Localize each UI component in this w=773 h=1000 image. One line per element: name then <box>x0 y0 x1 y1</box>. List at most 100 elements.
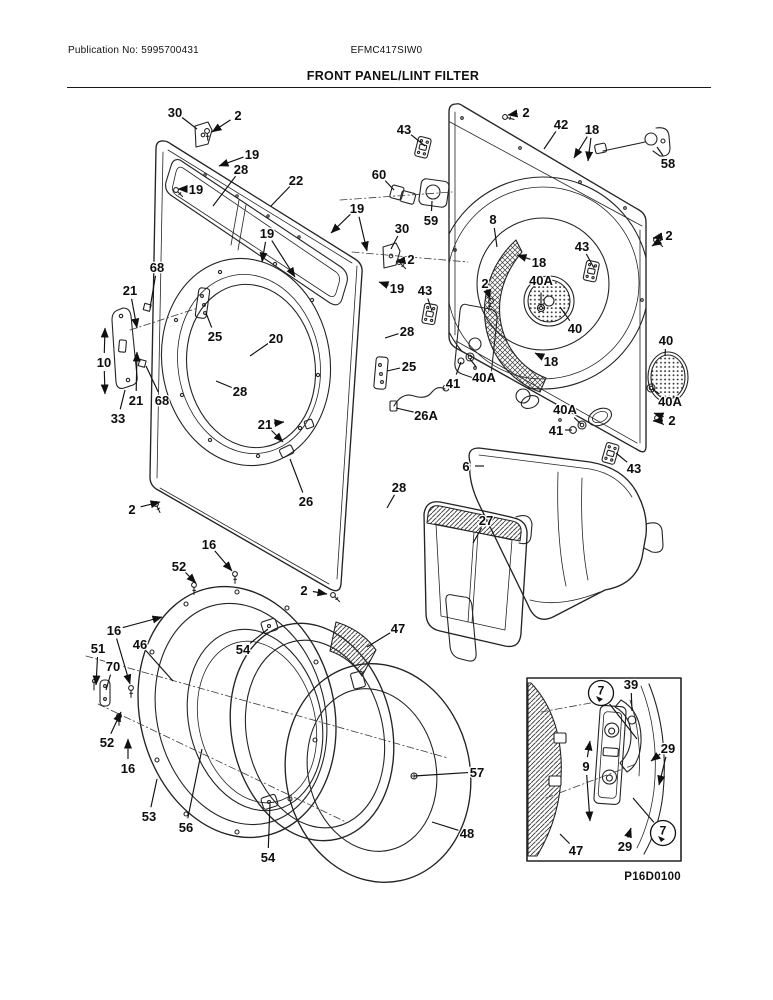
front-panel-art <box>149 140 363 592</box>
callout-18: 18 <box>585 122 599 137</box>
callout-28: 28 <box>400 324 414 339</box>
callout-28: 28 <box>392 480 406 495</box>
callout-2: 2 <box>234 108 241 123</box>
leader-line-19 <box>330 213 351 234</box>
callout-57: 57 <box>470 765 484 780</box>
leader-line-46 <box>145 650 174 682</box>
leader-line-7 <box>609 703 638 740</box>
leader-line-2 <box>140 500 161 509</box>
callout-16: 16 <box>107 623 121 638</box>
leader-line-52 <box>110 711 122 735</box>
page-title: FRONT PANEL/LINT FILTER <box>306 69 480 83</box>
callout-22: 22 <box>289 173 303 188</box>
leader-line-21 <box>270 429 284 443</box>
callout-40A: 40A <box>658 394 682 409</box>
lint-housing-art <box>445 447 664 662</box>
leader-line-29 <box>650 752 662 762</box>
leader-line-19 <box>271 240 296 278</box>
leader-line-42 <box>543 131 557 150</box>
callout-circle-arrow <box>596 696 603 702</box>
callout-51: 51 <box>91 641 105 656</box>
callout-39: 39 <box>624 677 638 692</box>
leader-line-2 <box>653 412 665 421</box>
leader-line-40A <box>469 358 477 368</box>
callout-46: 46 <box>133 637 147 652</box>
callout-47: 47 <box>391 621 405 636</box>
leader-line-60 <box>384 180 395 191</box>
callout-28: 28 <box>233 384 247 399</box>
leader-line-43 <box>427 298 433 312</box>
leader-line-28 <box>384 333 399 339</box>
projection-lines <box>85 191 469 823</box>
callout-21: 21 <box>129 393 143 408</box>
callout-25: 25 <box>208 329 222 344</box>
leader-line-16 <box>116 638 132 685</box>
callout-circle-7 <box>649 819 677 847</box>
callout-9: 9 <box>582 759 589 774</box>
leader-line-2 <box>651 237 663 247</box>
callout-26A: 26A <box>414 408 438 423</box>
leader-line-19 <box>358 216 369 252</box>
lint-filter-art <box>423 501 533 648</box>
callout-28: 28 <box>234 162 248 177</box>
leader-line-39 <box>630 692 633 712</box>
fastener-parts-art <box>457 303 689 434</box>
leader-line-54 <box>267 803 271 849</box>
leader-line-30 <box>390 235 399 250</box>
callout-68: 68 <box>155 393 169 408</box>
callout-25: 25 <box>402 359 416 374</box>
leader-line-2 <box>211 119 231 133</box>
leader-line-40A <box>573 417 582 425</box>
callout-29: 29 <box>618 839 632 854</box>
callout-10: 10 <box>97 355 111 370</box>
leader-line-16 <box>214 550 233 572</box>
leader-line-18 <box>573 136 588 159</box>
leader-line-10 <box>100 327 109 354</box>
callout-7: 7 <box>660 824 667 838</box>
callout-58: 58 <box>661 156 675 171</box>
callout-43: 43 <box>575 239 589 254</box>
leader-line-40A <box>651 388 660 395</box>
callout-42: 42 <box>554 117 568 132</box>
leader-line-68 <box>145 365 159 393</box>
callout-53: 53 <box>142 809 156 824</box>
callout-52: 52 <box>172 559 186 574</box>
callout-16: 16 <box>121 761 135 776</box>
leader-line-2 <box>483 288 492 300</box>
leader-line-2 <box>652 232 664 241</box>
leader-line-33 <box>119 389 126 410</box>
leader-line-59 <box>430 200 433 212</box>
leader-line-54 <box>249 628 269 644</box>
leader-line-43 <box>410 134 426 147</box>
leader-line-25 <box>205 312 213 328</box>
leader-line-28 <box>386 494 395 509</box>
callout-29: 29 <box>661 741 675 756</box>
title-rule <box>67 87 711 88</box>
leader-line-19 <box>218 156 244 167</box>
callout-16: 16 <box>202 537 216 552</box>
callout-2: 2 <box>668 413 675 428</box>
door-assembly-art <box>91 585 472 883</box>
callout-30: 30 <box>395 221 409 236</box>
callout-18: 18 <box>532 255 546 270</box>
leader-line-53 <box>150 778 158 808</box>
callout-19: 19 <box>189 182 203 197</box>
callout-70: 70 <box>106 659 120 674</box>
leader-line-28 <box>212 175 237 207</box>
leader-line-22 <box>270 186 291 207</box>
leader-line-2 <box>312 588 328 597</box>
leader-line-47 <box>366 632 391 648</box>
leader-line-58 <box>656 146 664 156</box>
leader-line-43 <box>585 253 595 269</box>
leader-line-56 <box>187 748 203 819</box>
callout-40A: 40A <box>553 402 577 417</box>
callout-19: 19 <box>390 281 404 296</box>
leader-line-21 <box>131 298 140 329</box>
leader-line-30 <box>181 117 198 130</box>
leader-line-57 <box>413 772 469 777</box>
callout-52: 52 <box>100 735 114 750</box>
leader-line-20 <box>249 342 269 357</box>
callout-2: 2 <box>481 276 488 291</box>
leader-line-21 <box>273 419 285 428</box>
leader-line-18 <box>534 352 546 361</box>
